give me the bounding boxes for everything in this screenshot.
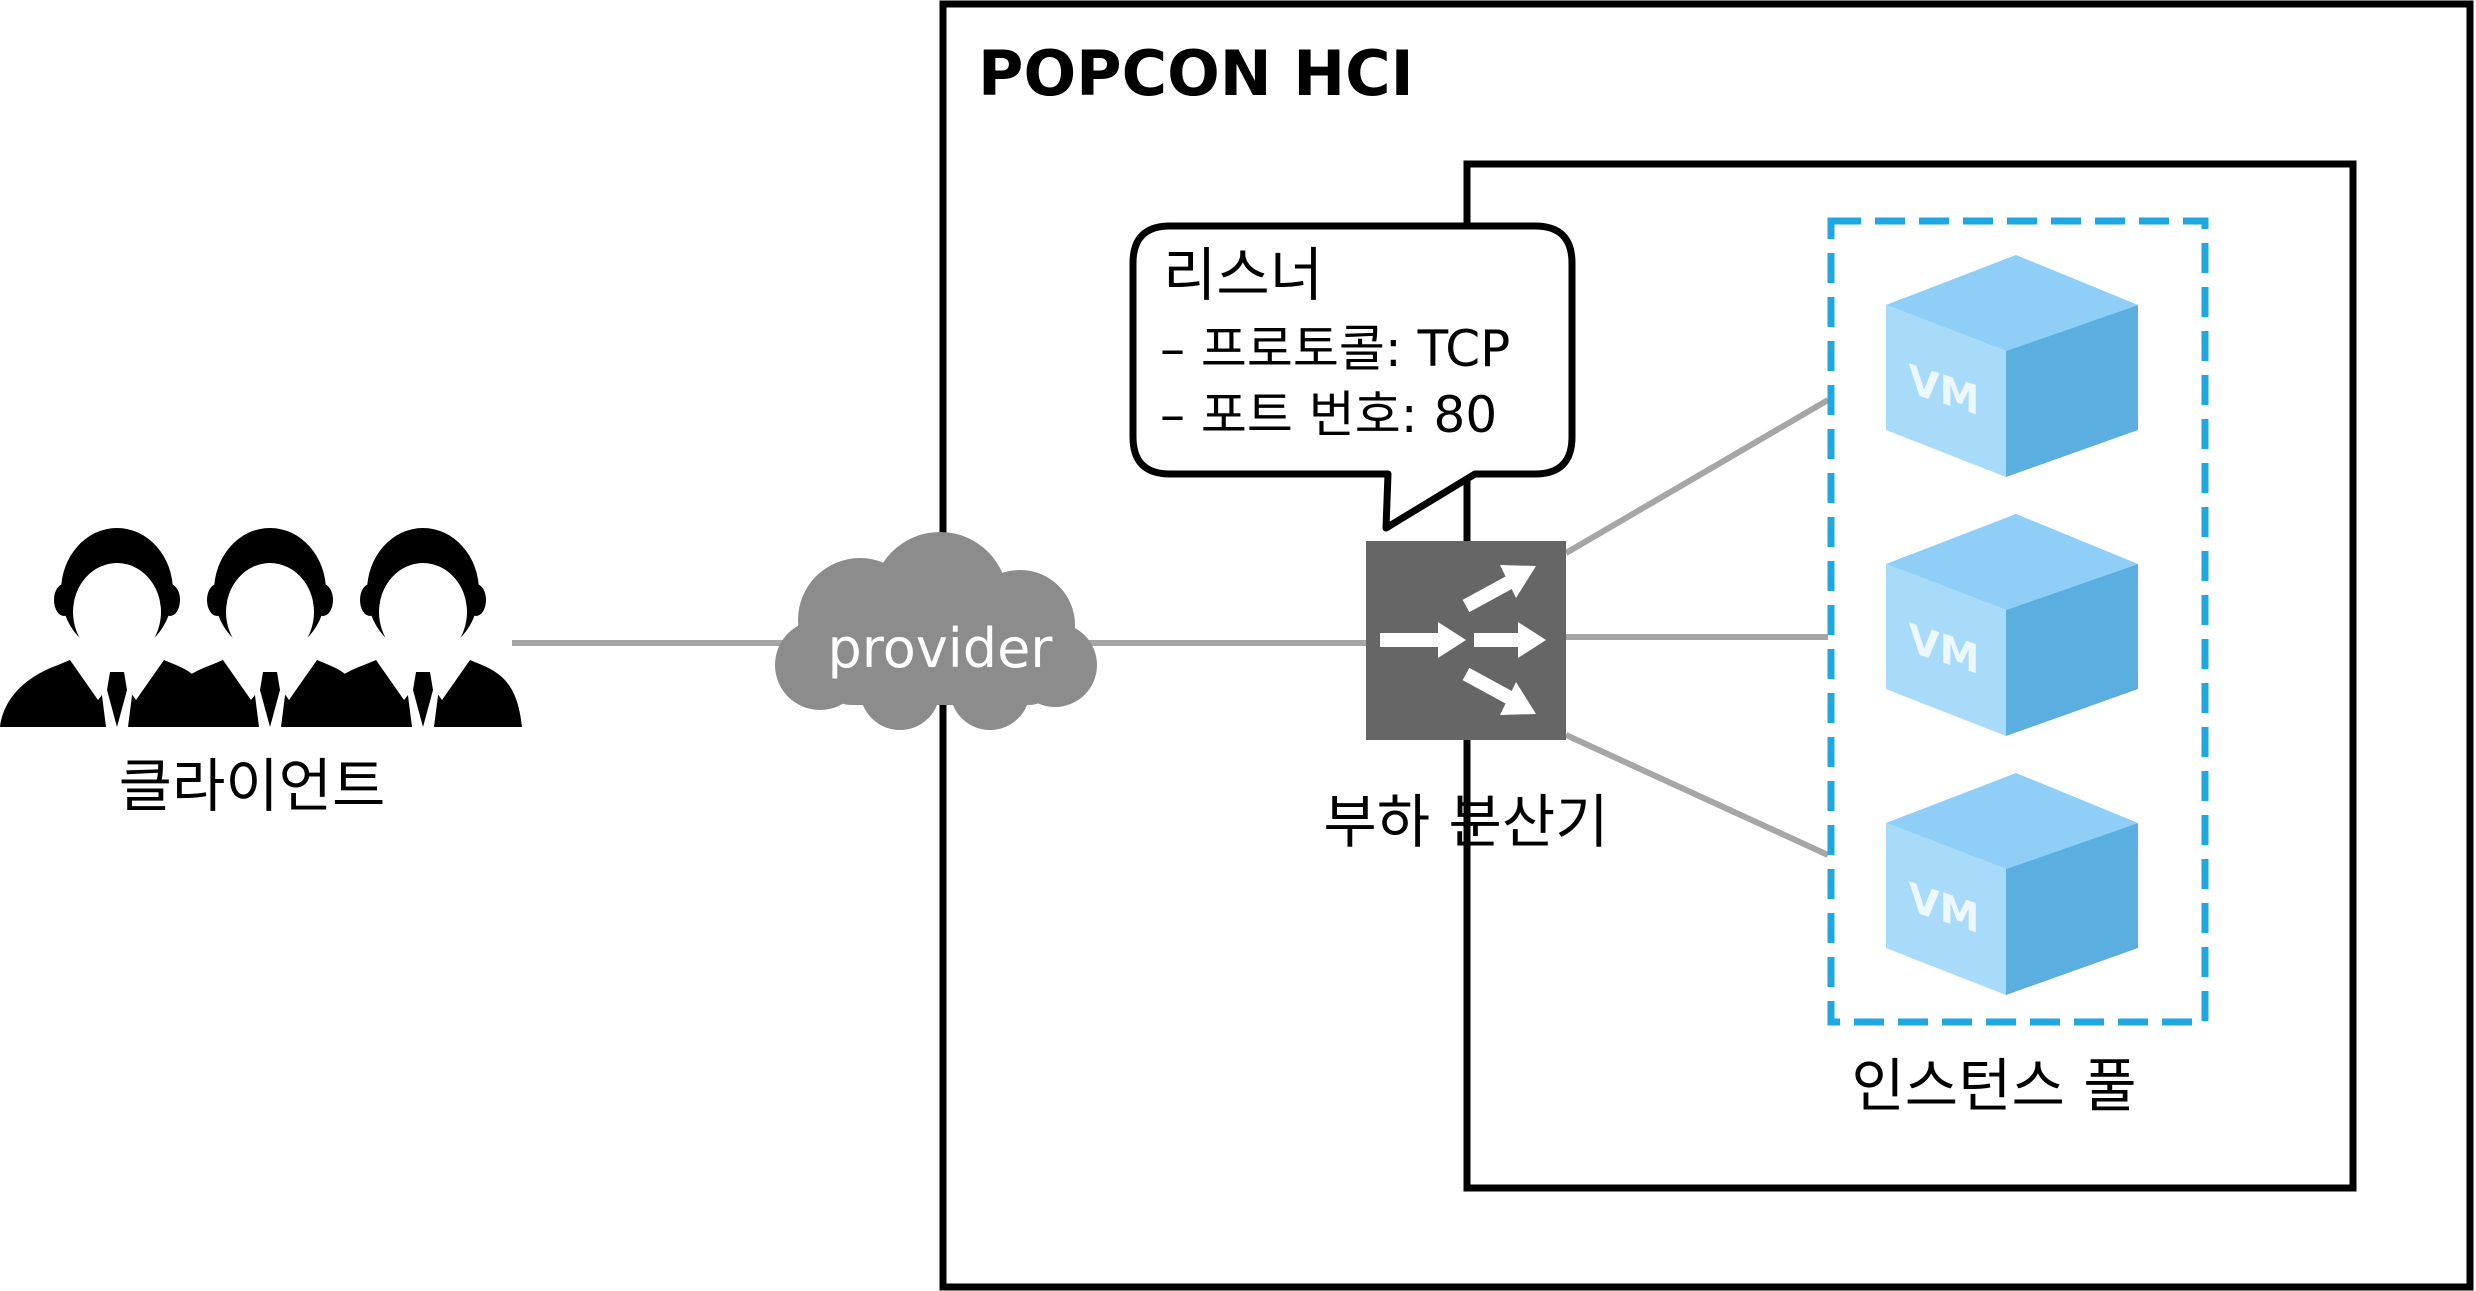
cloud-icon [775, 532, 1097, 730]
hci-title: POPCON HCI [978, 37, 1414, 110]
instance-pool-boundary [1827, 217, 2209, 1026]
listener-protocol: – 프로토콜: TCP [1160, 320, 1510, 378]
listener-title: 리스너 [1163, 241, 1323, 309]
lb-vm3-line [1564, 732, 1830, 858]
listener-port: – 포트 번호: 80 [1160, 386, 1497, 444]
load-balancer-label: 부하 분산기 [1323, 788, 1608, 856]
instance-pool-label: 인스턴스 풀 [1851, 1052, 2136, 1120]
client-label: 클라이언트 [119, 752, 386, 820]
user-icon [306, 528, 522, 727]
listener-bubble [1129, 222, 1576, 532]
vm-cube: VM [1886, 773, 2138, 995]
vm-cube: VM [1886, 255, 2138, 477]
user-icon [0, 528, 216, 727]
users-group-icon [0, 528, 522, 727]
load-balancer-icon [1366, 541, 1566, 740]
provider-label: provider [828, 617, 1054, 680]
lb-vm1-line [1564, 397, 1830, 556]
vm-cube: VM [1886, 514, 2138, 736]
